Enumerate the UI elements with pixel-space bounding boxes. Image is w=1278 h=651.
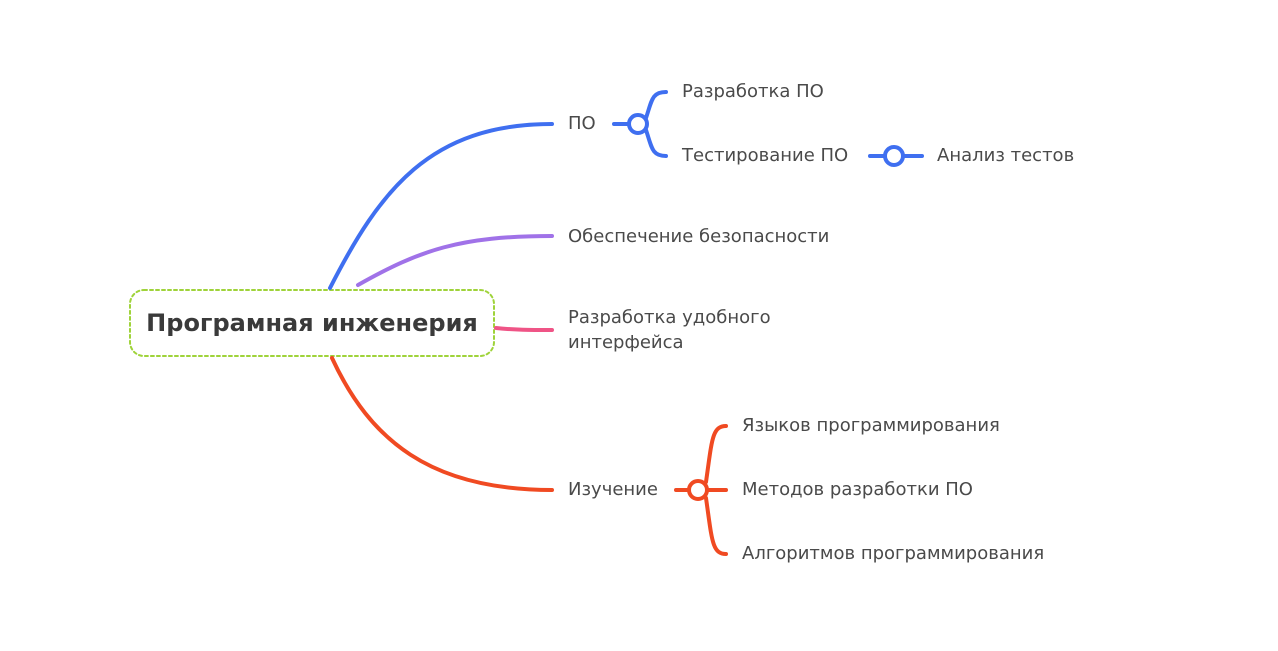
node-study[interactable]: Изучение <box>568 479 658 500</box>
node-study-methods[interactable]: Методов разработки ПО <box>742 479 973 500</box>
node-test-analysis[interactable]: Анализ тестов <box>937 145 1075 166</box>
connector-study-languages <box>704 424 728 484</box>
node-ui-line2: интерфейса <box>568 332 684 353</box>
node-po[interactable]: ПО <box>568 113 596 134</box>
node-ui-line1: Разработка удобного <box>568 307 771 328</box>
connector-root-po <box>328 122 554 290</box>
connector-root-ui <box>494 326 554 332</box>
root-node-border <box>129 289 495 357</box>
node-ui[interactable]: Разработка удобного интерфейса <box>568 305 771 355</box>
po-junction-circle <box>627 113 649 135</box>
node-po-testing[interactable]: Тестирование ПО <box>682 145 849 166</box>
node-study-languages[interactable]: Языков программирования <box>742 415 1000 436</box>
study-junction-circle <box>687 479 709 501</box>
node-po-development[interactable]: Разработка ПО <box>682 81 824 102</box>
root-node[interactable]: Програмная инженерия <box>128 288 496 358</box>
connector-root-security <box>356 234 554 287</box>
root-node-label: Програмная инженерия <box>146 309 478 337</box>
connector-po-dev <box>644 90 668 120</box>
connector-study-algorithms <box>704 496 728 556</box>
connector-root-study <box>330 356 554 492</box>
node-study-algorithms[interactable]: Алгоритмов программирования <box>742 543 1045 564</box>
connector-po-test <box>644 128 668 158</box>
node-security[interactable]: Обеспечение безопасности <box>568 226 830 247</box>
test-junction-circle <box>883 145 905 167</box>
